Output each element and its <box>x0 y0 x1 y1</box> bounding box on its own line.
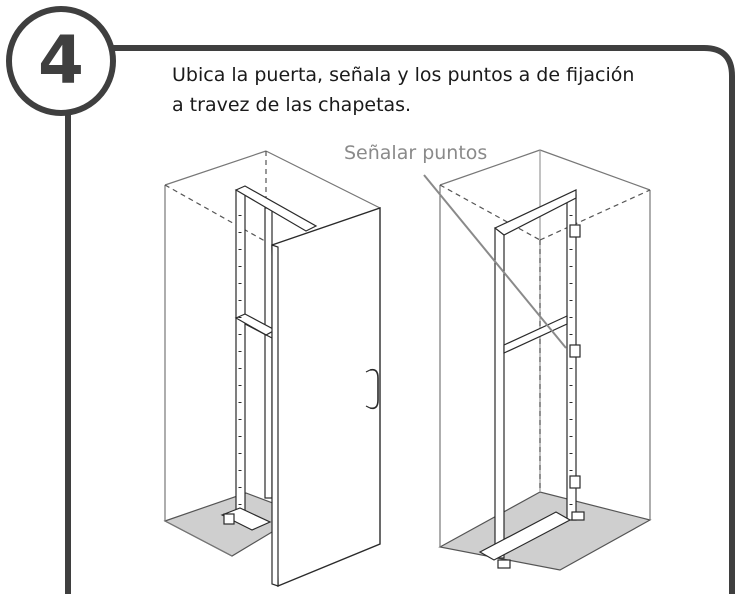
instruction-line-2: a travez de las chapetas. <box>172 94 412 116</box>
hinge-plate-top <box>569 224 581 238</box>
instruction-line-1: Ubica la puerta, señala y los puntos a d… <box>172 64 635 86</box>
step-instruction: Ubica la puerta, señala y los puntos a d… <box>172 60 692 120</box>
hinge-plate-bottom <box>569 475 581 489</box>
cabinet-right-illustration <box>438 149 652 571</box>
cabinet-left-illustration <box>163 150 381 588</box>
step-number: 4 <box>38 22 84 99</box>
callout-label: Señalar puntos <box>344 142 488 164</box>
cabinet-left-door-handle <box>369 368 379 410</box>
callout-pointer-line <box>423 174 567 349</box>
hinge-plate-middle <box>569 344 581 358</box>
step-number-circle <box>6 6 116 116</box>
cabinet-left-door <box>271 207 381 588</box>
step-frame-border <box>65 45 735 594</box>
